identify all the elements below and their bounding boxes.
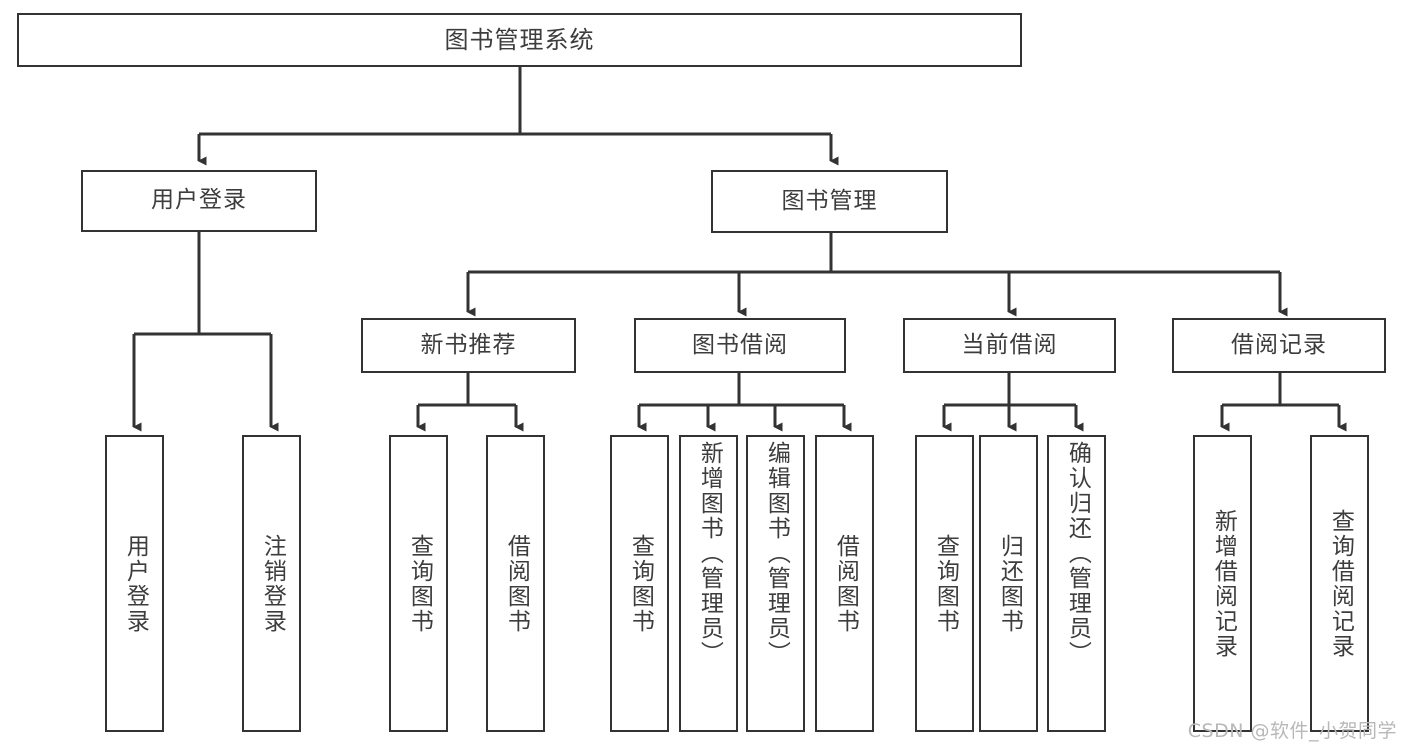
leaf-borrow-record-add[interactable]: 新增借阅记录: [1193, 435, 1252, 732]
leaf-new-book-query[interactable]: 查询图书: [389, 435, 448, 732]
leaf-book-borrow-borrow[interactable]: 借阅图书: [815, 435, 874, 732]
node-label: 确认归还（管理员）: [1064, 441, 1091, 666]
leaf-current-borrow-confirm-return[interactable]: 确认归还（管理员）: [1047, 435, 1106, 732]
node-label: 借阅记录: [1231, 331, 1327, 358]
node-user-login[interactable]: 用户登录: [81, 170, 317, 232]
node-borrow-record[interactable]: 借阅记录: [1172, 318, 1386, 373]
node-label: 新增图书（管理员）: [696, 441, 723, 666]
node-label: 用户登录: [122, 533, 149, 634]
node-label: 新书推荐: [420, 331, 517, 358]
node-label: 查询图书: [406, 533, 433, 634]
node-label: 查询图书: [627, 533, 654, 634]
node-label: 查询借阅记录: [1327, 508, 1354, 659]
leaf-book-borrow-edit[interactable]: 编辑图书（管理员）: [746, 435, 805, 732]
leaf-current-borrow-query[interactable]: 查询图书: [915, 435, 974, 732]
node-label: 归还图书: [996, 533, 1023, 634]
node-label: 编辑图书（管理员）: [763, 441, 790, 666]
node-book-borrow[interactable]: 图书借阅: [634, 318, 846, 373]
leaf-current-borrow-return[interactable]: 归还图书: [979, 435, 1038, 732]
node-root-system[interactable]: 图书管理系统: [17, 13, 1022, 67]
node-label: 图书借阅: [692, 331, 788, 358]
leaf-new-book-borrow[interactable]: 借阅图书: [486, 435, 545, 732]
node-label: 借阅图书: [503, 533, 530, 634]
node-label: 图书管理系统: [444, 25, 595, 54]
node-label: 用户登录: [151, 187, 247, 214]
node-label: 当前借阅: [961, 331, 1058, 358]
leaf-user-login-login[interactable]: 用户登录: [105, 435, 164, 732]
leaf-book-borrow-query[interactable]: 查询图书: [610, 435, 669, 732]
node-label: 借阅图书: [832, 533, 859, 634]
leaf-user-login-logout[interactable]: 注销登录: [242, 435, 301, 732]
node-label: 图书管理: [781, 187, 878, 214]
node-new-book-recommend[interactable]: 新书推荐: [361, 318, 576, 373]
node-current-borrow[interactable]: 当前借阅: [903, 318, 1116, 373]
leaf-borrow-record-query[interactable]: 查询借阅记录: [1310, 435, 1369, 732]
node-book-management[interactable]: 图书管理: [711, 170, 948, 233]
node-label: 新增借阅记录: [1210, 508, 1237, 659]
csdn-watermark: CSDN @软件_小贺同学: [1187, 720, 1397, 742]
leaf-book-borrow-add[interactable]: 新增图书（管理员）: [679, 435, 738, 732]
node-label: 注销登录: [259, 533, 286, 634]
node-label: 查询图书: [932, 533, 959, 634]
